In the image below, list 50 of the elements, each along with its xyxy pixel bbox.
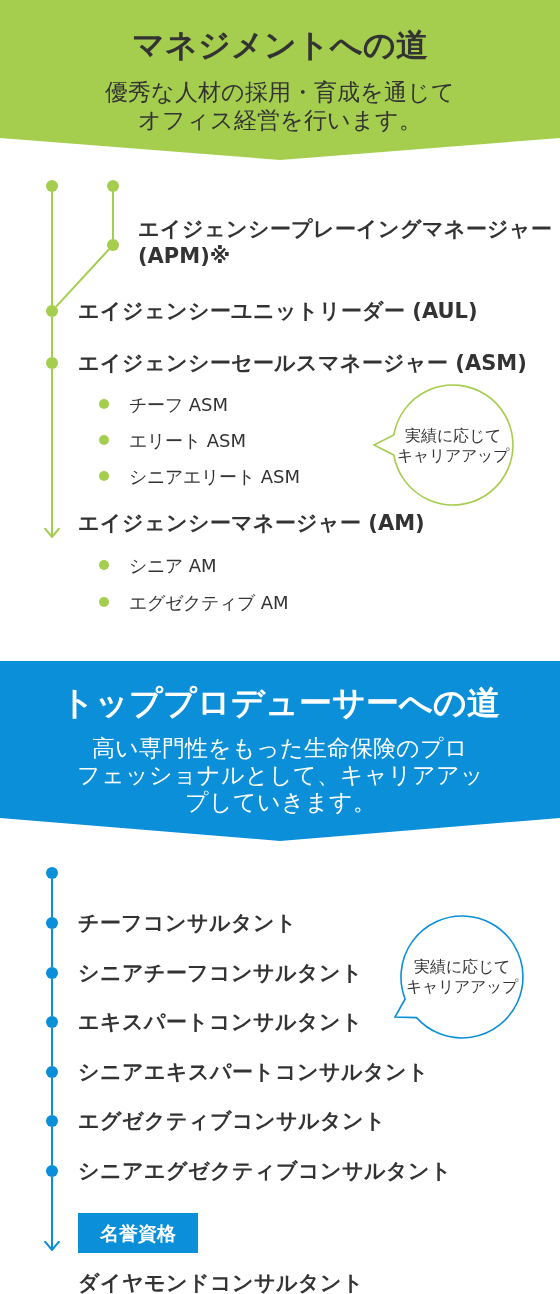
bubble-text: 実績に応じてキャリアアップ (396, 426, 510, 466)
timeline-dot-icon (46, 1066, 58, 1078)
step-title: エイジェンシープレーイングマネージャー (APM)※ (138, 216, 553, 270)
step-title: シニアチーフコンサルタント (78, 959, 363, 987)
timeline-arrow (43, 1176, 61, 1251)
rank-label: チーフ ASM (129, 392, 228, 416)
timeline-line (51, 316, 53, 358)
timeline-dot-icon (46, 967, 58, 979)
timeline-dot-icon (46, 305, 58, 317)
section-banner (0, 661, 560, 841)
step-title: ダイヤモンドコンサルタント (78, 1269, 364, 1294)
section-description: 高い専門性をもった生命保険のプロフェッショナルとして、キャリアアップしていきます。 (75, 735, 485, 816)
section-heading: マネジメントへの道 (132, 25, 428, 66)
speech-bubble (393, 913, 527, 1041)
rank-label: シニアエリート ASM (129, 464, 300, 488)
timeline-dot-icon (107, 239, 119, 251)
timeline-line (51, 878, 53, 918)
speech-bubble (372, 383, 516, 507)
rank-label: シニア AM (129, 553, 217, 577)
timeline-line (112, 191, 114, 240)
timeline-dot-icon (46, 180, 58, 192)
timeline-dot-icon (46, 1165, 58, 1177)
step-title: エイジェンシーユニットリーダー (AUL) (78, 297, 478, 325)
step-title: エグゼクティブコンサルタント (78, 1107, 386, 1135)
section-description: 優秀な人材の採用・育成を通じてオフィス経営を行います。 (105, 78, 455, 134)
timeline-line (51, 191, 53, 306)
timeline-line (55, 248, 110, 308)
timeline-line (51, 978, 53, 1017)
timeline-dot-icon (46, 1016, 58, 1028)
section-banner (0, 0, 560, 160)
qualification-tag: 名誉資格 (78, 1213, 198, 1253)
step-title: エイジェンシーマネージャー (AM) (78, 509, 425, 537)
step-title: エキスパートコンサルタント (78, 1008, 363, 1036)
timeline-dot-icon (46, 917, 58, 929)
timeline-dot-icon (107, 180, 119, 192)
step-title: シニアエグゼクティブコンサルタント (78, 1157, 452, 1185)
timeline-line (51, 1126, 53, 1166)
timeline-dot-icon (46, 1115, 58, 1127)
step-title: エイジェンシーセールスマネージャー (ASM) (78, 349, 527, 377)
timeline-line (51, 928, 53, 968)
bubble-text: 実績に応じてキャリアアップ (405, 957, 519, 997)
timeline-dot-icon (46, 867, 58, 879)
timeline-dot-icon (46, 357, 58, 369)
timeline-line (51, 1027, 53, 1067)
rank-label: エリート ASM (129, 428, 246, 452)
step-title: チーフコンサルタント (78, 909, 297, 937)
section-heading: トッププロデューサーへの道 (60, 682, 500, 724)
step-title: シニアエキスパートコンサルタント (78, 1058, 429, 1086)
timeline-line (51, 1077, 53, 1116)
rank-label: エグゼクティブ AM (129, 590, 289, 614)
